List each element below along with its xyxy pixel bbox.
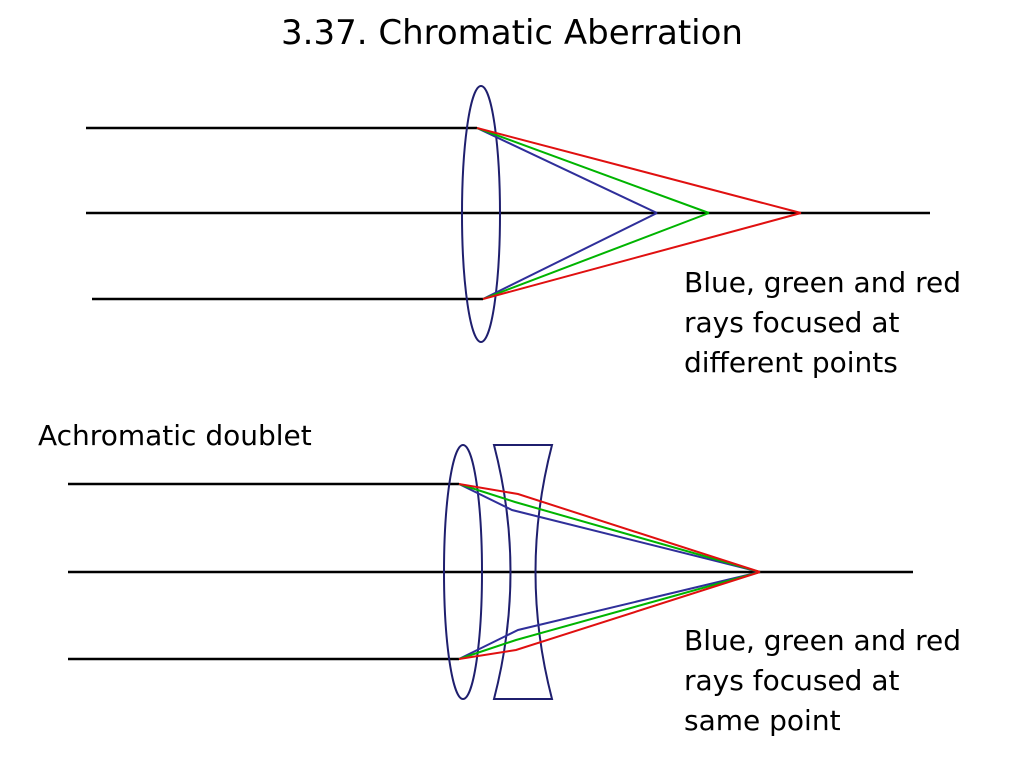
doublet-concave-lens <box>492 444 554 700</box>
blue-ray-upper <box>476 127 658 214</box>
red-ray-upper <box>476 127 802 214</box>
doublet-red-ray-upper <box>458 483 761 573</box>
bottom-caption-line: rays focused at <box>684 664 900 697</box>
bottom-caption: Blue, green and red rays focused at same… <box>684 621 1014 741</box>
red-ray-lower <box>482 212 802 300</box>
doublet-blue-ray-upper <box>458 483 761 573</box>
green-ray-lower <box>482 212 710 300</box>
top-caption-line: Blue, green and red <box>684 266 962 299</box>
top-caption-line: rays focused at <box>684 306 900 339</box>
doublet-green-ray-lower <box>458 571 761 660</box>
page-title: 3.37. Chromatic Aberration <box>281 13 743 53</box>
bottom-caption-line: same point <box>684 704 841 737</box>
bottom-caption-line: Blue, green and red <box>684 624 962 657</box>
doublet-label: Achromatic doublet <box>38 419 312 452</box>
doublet-diagram <box>68 444 913 700</box>
blue-ray-lower <box>482 212 658 300</box>
top-caption: Blue, green and red rays focused at diff… <box>684 263 1014 383</box>
convex-lens <box>461 85 501 343</box>
green-ray-upper <box>476 127 710 214</box>
single-lens-diagram <box>86 85 930 343</box>
doublet-convex-lens <box>443 444 483 700</box>
doublet-blue-ray-lower <box>458 571 761 660</box>
doublet-red-ray-lower <box>458 571 761 660</box>
doublet-green-ray-upper <box>458 483 761 573</box>
top-caption-line: different points <box>684 346 898 379</box>
